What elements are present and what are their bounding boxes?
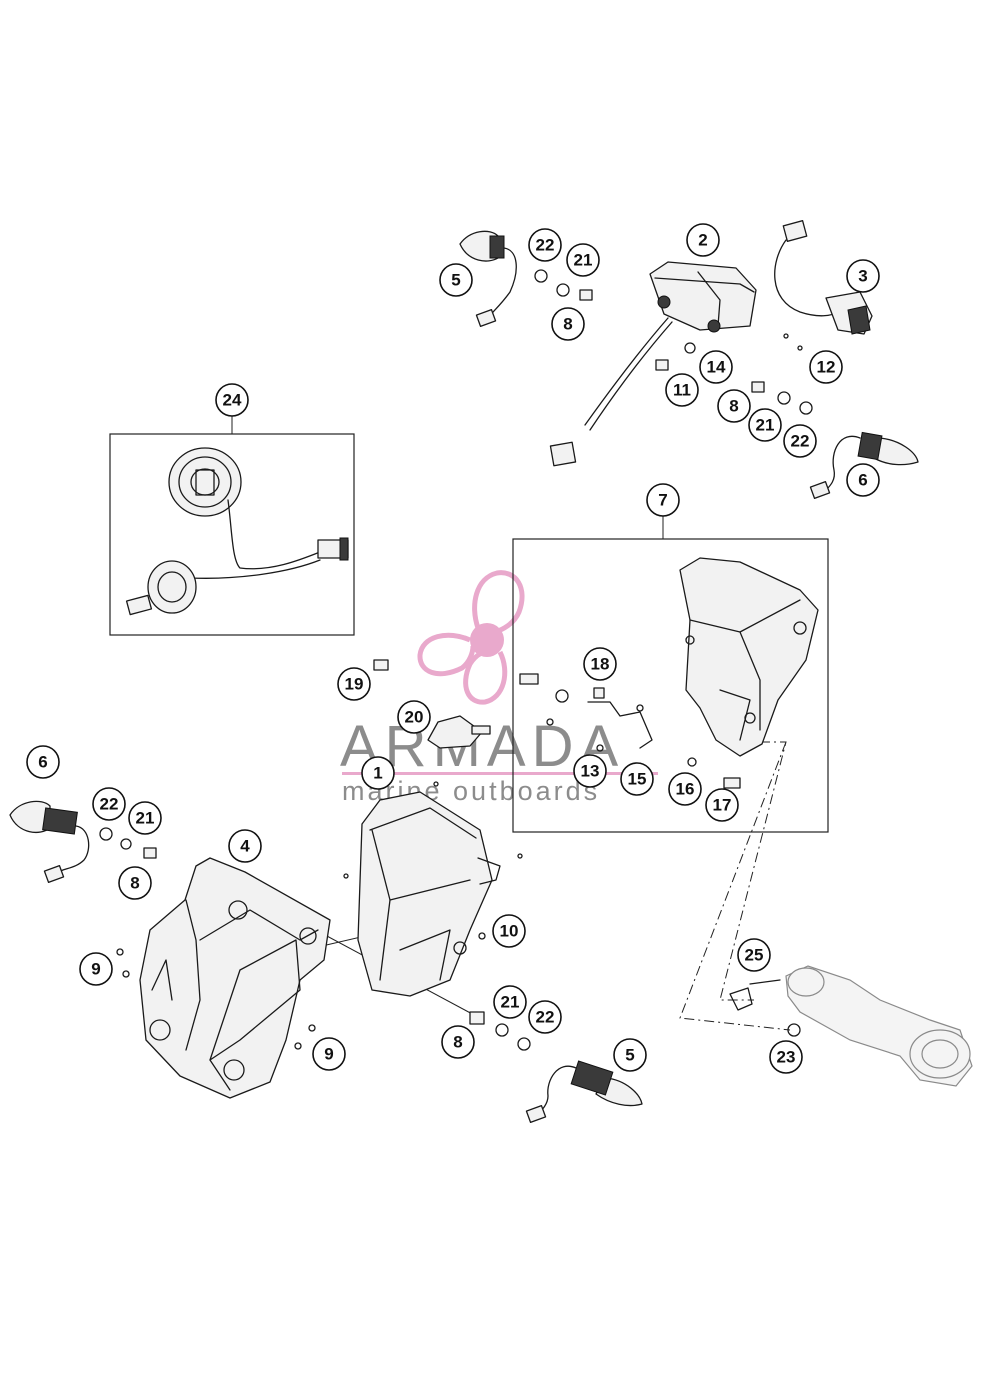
callout-label: 8 <box>729 397 738 416</box>
callout-21-top: 21 <box>566 243 600 277</box>
callout-label: 19 <box>345 675 364 694</box>
callout-22-top: 22 <box>528 228 562 262</box>
callout-label: 25 <box>745 946 764 965</box>
callout-25: 25 <box>737 938 771 972</box>
callout-13: 13 <box>573 754 607 788</box>
callout-16: 16 <box>668 772 702 806</box>
callout-1: 1 <box>361 756 395 790</box>
callout-label: 20 <box>405 708 424 727</box>
callout-22-left: 22 <box>92 787 126 821</box>
callout-8-bottom: 8 <box>441 1025 475 1059</box>
callout-24: 24 <box>215 383 249 417</box>
callout-8-right: 8 <box>717 389 751 423</box>
part-4-headlight-mask <box>139 857 331 1099</box>
callout-label: 22 <box>536 236 555 255</box>
callout-4: 4 <box>228 829 262 863</box>
callout-6-left: 6 <box>26 745 60 779</box>
callout-label: 23 <box>777 1048 796 1067</box>
part-24-headlight-socket <box>125 447 349 616</box>
callout-label: 4 <box>240 837 250 856</box>
part-5-turn-signal-top <box>459 230 517 328</box>
callout-7: 7 <box>646 483 680 517</box>
callout-22-bottom: 22 <box>528 1000 562 1034</box>
part-6-turn-signal-left <box>9 800 90 884</box>
propeller-hub <box>470 623 504 657</box>
callout-21-bottom: 21 <box>493 985 527 1019</box>
callout-6-right: 6 <box>846 463 880 497</box>
callout-label: 2 <box>698 231 707 250</box>
callout-18: 18 <box>583 647 617 681</box>
callout-label: 22 <box>536 1008 555 1027</box>
part-25-fork-bridge <box>729 965 973 1087</box>
callout-label: 7 <box>658 491 667 510</box>
assembly-dash-line <box>679 741 791 1031</box>
callout-5-top: 5 <box>439 263 473 297</box>
callout-10: 10 <box>492 914 526 948</box>
callout-label: 11 <box>673 381 691 400</box>
propeller-logo <box>417 570 525 705</box>
callout-label: 1 <box>373 764 382 783</box>
callout-label: 21 <box>756 416 775 435</box>
callout-5-bottom: 5 <box>613 1038 647 1072</box>
callout-17: 17 <box>705 788 739 822</box>
callout-label: 8 <box>453 1033 462 1052</box>
callout-label: 13 <box>581 762 600 781</box>
callout-label: 22 <box>791 432 810 451</box>
callout-15: 15 <box>620 762 654 796</box>
part-3-license-light <box>774 220 873 335</box>
callout-label: 21 <box>574 251 593 270</box>
callout-label: 5 <box>451 271 460 290</box>
propeller-petal-top <box>472 570 525 635</box>
callout-label: 18 <box>591 655 610 674</box>
callout-label: 3 <box>858 267 867 286</box>
callout-label: 12 <box>817 358 836 377</box>
callout-label: 17 <box>713 796 732 815</box>
small-hardware <box>99 269 813 1051</box>
callout-21-right: 21 <box>748 408 782 442</box>
callout-label: 21 <box>501 993 520 1012</box>
callout-label: 16 <box>676 780 695 799</box>
callout-label: 6 <box>38 753 47 772</box>
callout-9-right: 9 <box>312 1037 346 1071</box>
part-1-headlight <box>357 791 501 997</box>
part-2-tail-light <box>549 261 757 467</box>
callout-label: 15 <box>628 770 647 789</box>
propeller-petal-left <box>417 632 476 677</box>
callout-label: 14 <box>707 358 726 377</box>
callout-2: 2 <box>686 223 720 257</box>
callout-14: 14 <box>699 350 733 384</box>
callout-label: 22 <box>100 795 119 814</box>
callout-21-left: 21 <box>128 801 162 835</box>
part-6-turn-signal-right <box>809 431 919 500</box>
callout-22-right: 22 <box>783 424 817 458</box>
callout-label: 24 <box>223 391 242 410</box>
callout-label: 9 <box>324 1045 333 1064</box>
propeller-petal-right <box>463 647 508 705</box>
callout-3: 3 <box>846 259 880 293</box>
callout-11: 11 <box>665 373 699 407</box>
callout-label: 8 <box>130 874 139 893</box>
callout-20: 20 <box>397 700 431 734</box>
watermark-underline <box>342 772 658 775</box>
callout-23: 23 <box>769 1040 803 1074</box>
callout-label: 9 <box>91 960 100 979</box>
part-7-headlight-bracket <box>679 557 819 757</box>
callout-12: 12 <box>809 350 843 384</box>
callout-8-left: 8 <box>118 866 152 900</box>
callout-19: 19 <box>337 667 371 701</box>
callout-8-top: 8 <box>551 307 585 341</box>
callout-label: 8 <box>563 315 572 334</box>
callout-label: 6 <box>858 471 867 490</box>
part-5-turn-signal-bottom <box>525 1060 643 1124</box>
callout-label: 21 <box>136 809 155 828</box>
callout-9-left: 9 <box>79 952 113 986</box>
callout-label: 10 <box>500 922 519 941</box>
callout-label: 5 <box>625 1046 634 1065</box>
detail-frame-7 <box>512 538 829 833</box>
